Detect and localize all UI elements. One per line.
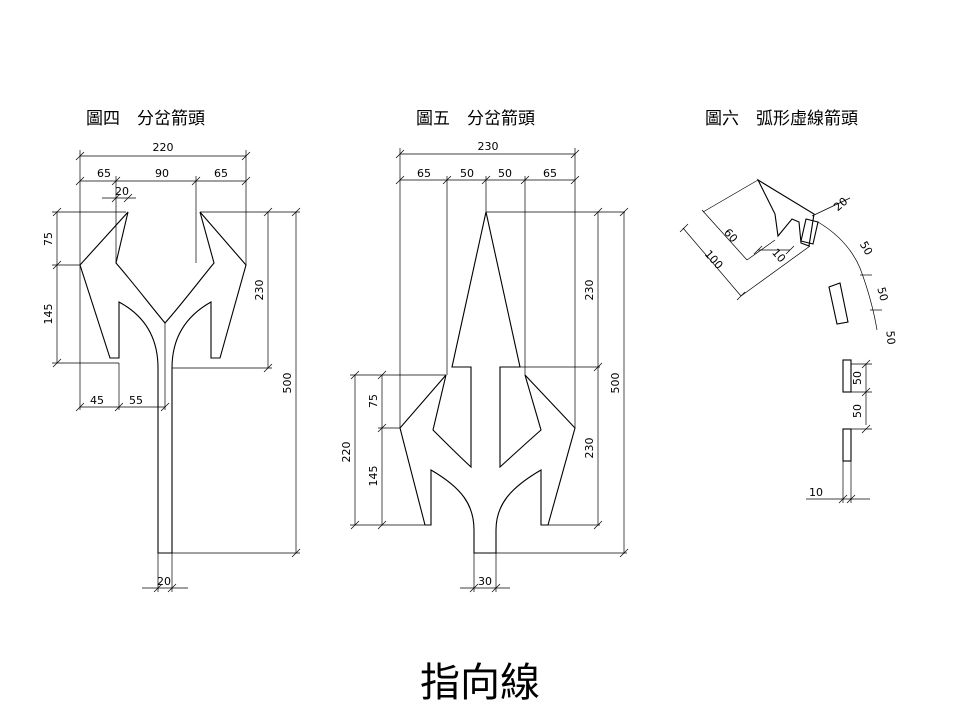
fig4-dim-head-lower: 145	[42, 304, 55, 325]
figure-6-title: 圖六 弧形虛線箭頭	[705, 109, 858, 129]
figure-5-title: 圖五 分岔箭頭	[416, 109, 535, 129]
figure-4-drawing: 220 65 90 65 20 75 145 230 500 45 55 20	[42, 141, 301, 593]
fig5-dim-side-total: 220	[340, 442, 353, 463]
fig4-dim-overall-length: 500	[281, 373, 294, 394]
fig4-dim-tip-offset: 20	[115, 185, 129, 198]
fig4-dim-stem-width: 20	[157, 575, 171, 588]
fig6-dim-arc-dash: 50	[874, 286, 890, 303]
figure-4-arrow-outline	[79, 211, 247, 554]
fig6-dim-outer-length: 100	[702, 248, 726, 272]
fig4-dim-left-width: 65	[97, 167, 111, 180]
figure-6-arc-dash-2	[828, 282, 849, 325]
fig4-dim-base-right: 55	[129, 394, 143, 407]
fig5-dim-stem-width: 30	[478, 575, 492, 588]
fig5-dim-seg-1: 65	[417, 167, 431, 180]
fig4-dim-head-upper: 75	[42, 232, 55, 246]
fig6-dim-tip-width: 20	[831, 195, 850, 214]
figure-6-arc-dash-1	[800, 218, 819, 245]
figure-5-drawing: 230 65 50 50 65 230 500 75 145 220 230 3…	[340, 140, 629, 593]
figure-5-arrow-outline	[399, 211, 576, 554]
fig5-dim-lower-head: 230	[583, 438, 596, 459]
fig4-dim-base-left: 45	[90, 394, 104, 407]
fig4-dim-center-gap: 90	[155, 167, 169, 180]
figure-6-arrow-head	[756, 178, 815, 247]
fig6-dim-straight-dash: 50	[851, 371, 864, 385]
fig5-dim-side-upper: 75	[367, 394, 380, 408]
fig5-dim-seg-3: 50	[498, 167, 512, 180]
fig5-dim-seg-2: 50	[460, 167, 474, 180]
fig6-dim-arc-gap-2: 50	[883, 330, 897, 345]
fig4-dim-right-width: 65	[214, 167, 228, 180]
fig4-dim-head-total: 230	[253, 280, 266, 301]
fig5-dim-total-width: 230	[478, 140, 499, 153]
main-caption: 指向線	[420, 660, 540, 706]
fig6-dim-arc-gap-1: 50	[857, 239, 875, 258]
fig5-dim-side-lower: 145	[367, 466, 380, 487]
figure-6-drawing: 20 60 100 10 50 50 50 50 50 10	[679, 178, 898, 504]
fig6-dim-line-width: 10	[809, 486, 823, 499]
fig6-dim-inner-length: 60	[721, 226, 740, 245]
fig5-dim-seg-4: 65	[543, 167, 557, 180]
fig5-dim-upper-head: 230	[583, 280, 596, 301]
fig6-dim-stroke-width: 10	[769, 246, 788, 265]
fig6-dim-straight-gap: 50	[851, 404, 864, 418]
figure-6-straight-dash-2	[842, 428, 852, 462]
figure-4-title: 圖四 分岔箭頭	[86, 109, 205, 129]
figure-6-straight-dash-1	[842, 359, 852, 393]
fig5-dim-overall-length: 500	[609, 373, 622, 394]
fig4-dim-total-width: 220	[153, 141, 174, 154]
